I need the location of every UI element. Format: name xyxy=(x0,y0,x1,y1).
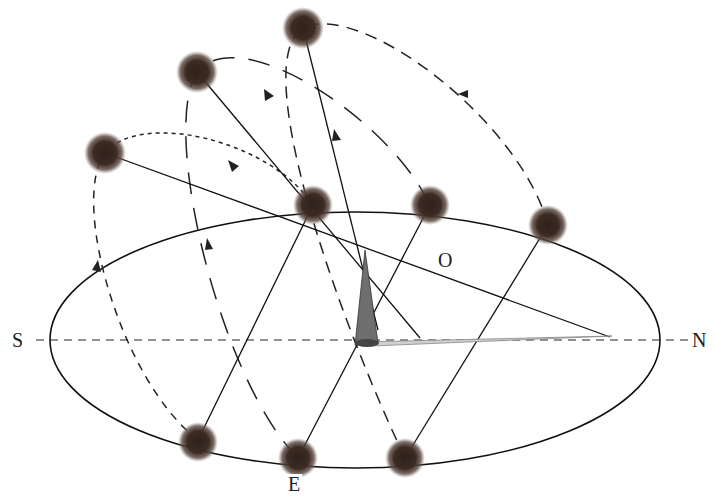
gnomon-shadow xyxy=(360,336,612,346)
gnomon-base xyxy=(355,339,379,347)
gnomon xyxy=(355,250,378,345)
west-label: O xyxy=(436,250,454,270)
north-label: N xyxy=(690,330,708,350)
sun-paths xyxy=(94,24,548,458)
path-arrowheads xyxy=(92,89,468,272)
south-label: S xyxy=(10,330,25,350)
sun-positions xyxy=(84,7,568,478)
east-label: E xyxy=(286,474,302,494)
sun-rays xyxy=(105,28,610,458)
